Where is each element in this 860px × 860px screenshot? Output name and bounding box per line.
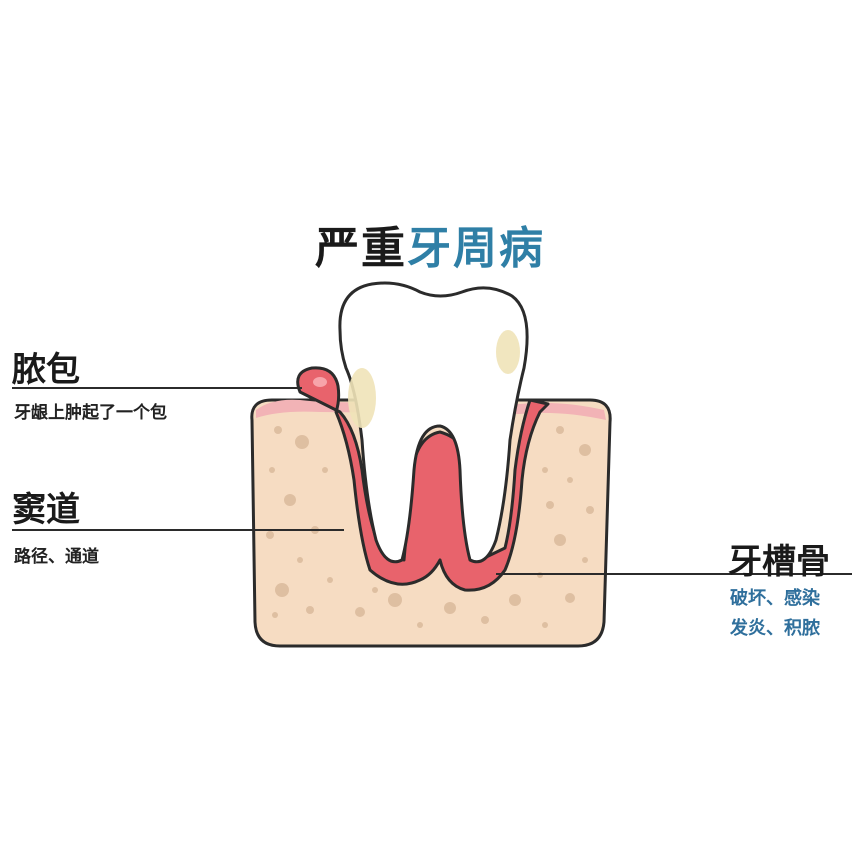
infected-gum [296,366,550,592]
tooth [338,281,529,564]
title-part-1: 严重 [315,223,407,274]
title-part-2: 牙周病 [407,223,545,274]
abscess-highlight [313,377,327,387]
desc-sinus: 路径、通道 [14,547,99,567]
bone-speckles [266,426,594,628]
label-bone: 牙槽骨 [728,542,830,582]
label-pus: 脓包 [12,350,80,390]
desc-pus: 牙龈上肿起了一个包 [14,403,167,423]
plaque-right [496,330,520,374]
page-title: 严重牙周病 [0,212,860,276]
desc-bone-1: 破坏、感染 [730,588,820,609]
plaque-left [348,368,376,428]
desc-bone-2: 发炎、积脓 [730,618,820,639]
label-sinus: 窦道 [12,490,80,530]
